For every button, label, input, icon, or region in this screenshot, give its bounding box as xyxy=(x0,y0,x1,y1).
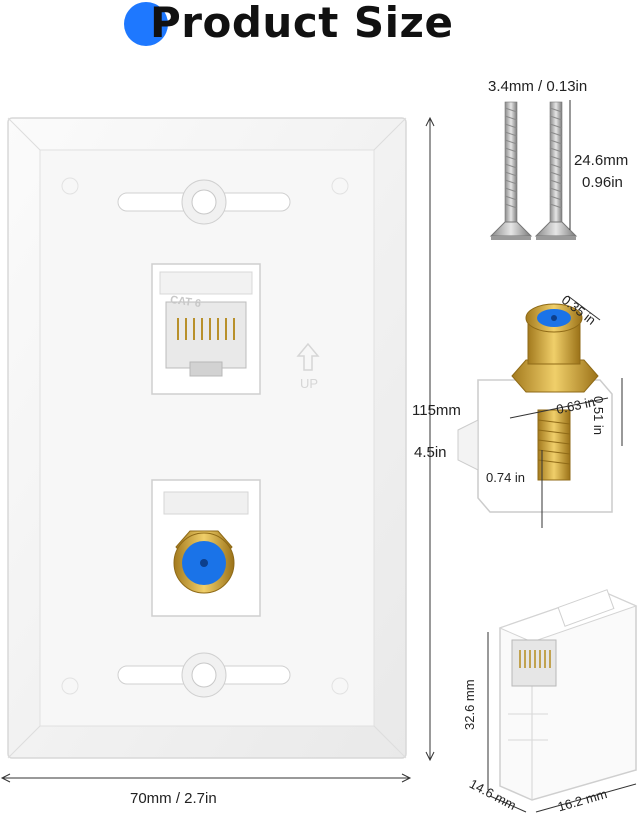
height-dimension-line xyxy=(425,116,435,762)
width-dimension-line xyxy=(0,773,412,783)
up-imprint: UP xyxy=(300,376,319,391)
plate-coax-jack xyxy=(151,479,261,617)
screw-right xyxy=(534,101,578,240)
title-dot-icon xyxy=(124,2,168,46)
screw-left xyxy=(489,101,533,240)
cat6-height-label: 32.6 mm xyxy=(462,679,477,730)
screws xyxy=(489,100,578,240)
page-title: Product Size xyxy=(0,0,640,48)
screw-length-in-label: 0.96in xyxy=(582,174,623,191)
top-screw-slot xyxy=(117,179,291,225)
title-text: Product Size xyxy=(150,0,454,47)
plate-cat6-jack xyxy=(151,263,261,395)
bottom-screw-slot xyxy=(117,652,291,698)
up-arrow-icon xyxy=(296,342,320,371)
cat6-dimension-lines xyxy=(487,632,637,813)
coax-dimension-lines xyxy=(509,295,623,528)
plate-height-mm-label: 115mm xyxy=(412,402,461,419)
coax-height-label: 0.51 in xyxy=(591,396,606,436)
coax-length-label: 0.74 in xyxy=(486,470,526,485)
screw-length-mm-label: 24.6mm xyxy=(574,152,629,169)
plate-height-in-label: 4.5in xyxy=(414,444,447,461)
plate-width-label: 70mm / 2.7in xyxy=(130,790,217,807)
wall-plate xyxy=(7,117,407,759)
cat6-keystone xyxy=(498,589,638,801)
coax-keystone xyxy=(457,303,613,513)
screw-diameter-label: 3.4mm / 0.13in xyxy=(488,78,588,95)
